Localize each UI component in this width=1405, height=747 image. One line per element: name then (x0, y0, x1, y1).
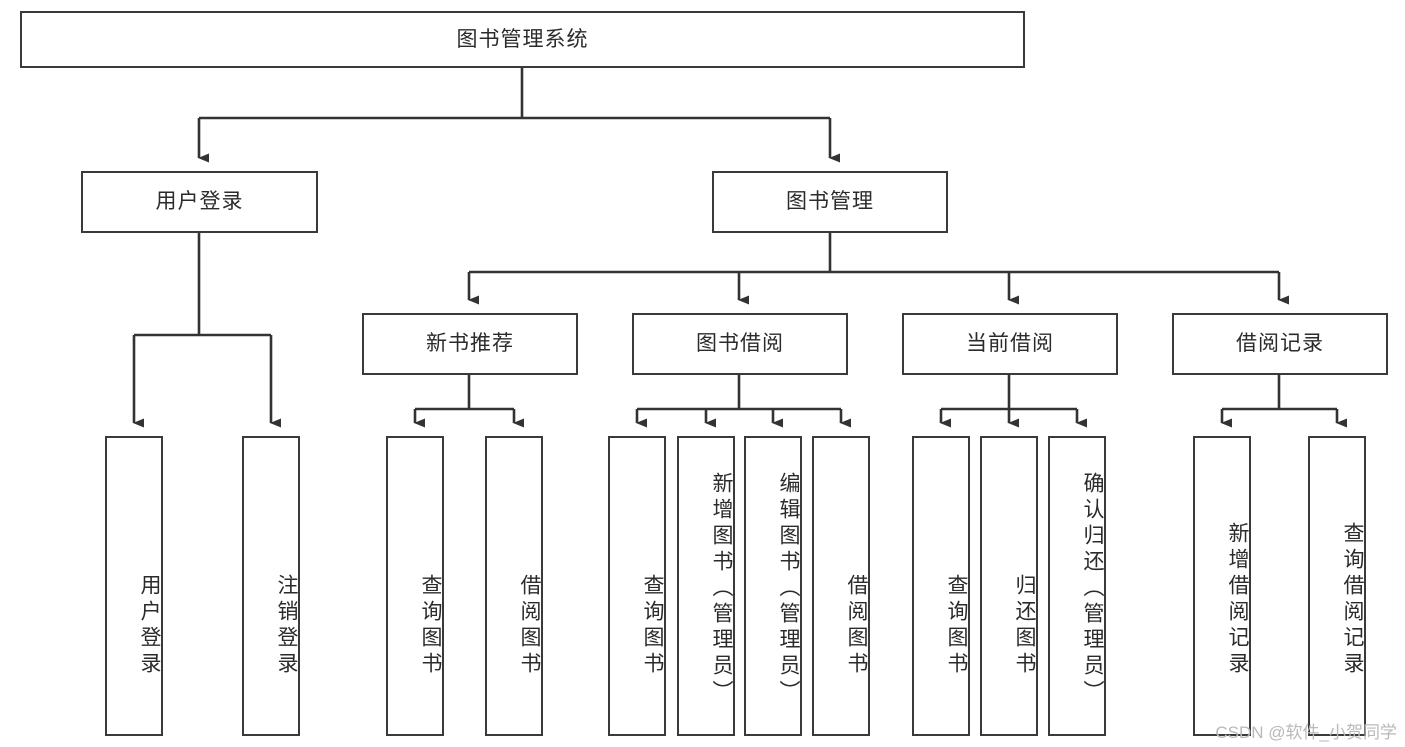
node-leaf-logout-label: 注销登录 (275, 574, 298, 678)
node-book-manage-label: 图书管理 (786, 190, 874, 214)
node-borrow-record[interactable]: 借阅记录 (1172, 313, 1388, 375)
node-leaf-add-book[interactable]: 新增图书（管理员） (677, 436, 735, 736)
node-leaf-query-book-3[interactable]: 查询图书 (912, 436, 970, 736)
node-new-book-rec[interactable]: 新书推荐 (362, 313, 578, 375)
node-leaf-query-record-label: 查询借阅记录 (1341, 522, 1364, 678)
node-leaf-query-book-2[interactable]: 查询图书 (608, 436, 666, 736)
node-leaf-add-book-label: 新增图书（管理员） (710, 472, 733, 706)
node-leaf-confirm-return-label: 确认归还（管理员） (1081, 472, 1104, 706)
node-root[interactable]: 图书管理系统 (20, 11, 1025, 68)
node-leaf-query-record[interactable]: 查询借阅记录 (1308, 436, 1366, 736)
node-leaf-user-login[interactable]: 用户登录 (105, 436, 163, 736)
node-leaf-user-login-label: 用户登录 (138, 574, 161, 678)
node-root-label: 图书管理系统 (456, 27, 589, 51)
node-leaf-query-book-1[interactable]: 查询图书 (386, 436, 444, 736)
node-leaf-borrow-book-2-label: 借阅图书 (845, 574, 868, 678)
node-leaf-query-book-3-label: 查询图书 (945, 574, 968, 678)
node-leaf-query-book-1-label: 查询图书 (419, 574, 442, 678)
node-leaf-add-record-label: 新增借阅记录 (1226, 522, 1249, 678)
node-leaf-return-book[interactable]: 归还图书 (980, 436, 1038, 736)
node-user-login-label: 用户登录 (155, 190, 244, 214)
node-leaf-add-record[interactable]: 新增借阅记录 (1193, 436, 1251, 736)
node-borrow-record-label: 借阅记录 (1236, 332, 1324, 356)
node-leaf-logout[interactable]: 注销登录 (242, 436, 300, 736)
node-user-login[interactable]: 用户登录 (81, 171, 318, 233)
csdn-watermark: CSDN @软件_小贺同学 (1215, 723, 1397, 742)
node-current-borrow-label: 当前借阅 (966, 332, 1054, 356)
node-leaf-confirm-return[interactable]: 确认归还（管理员） (1048, 436, 1106, 736)
node-book-borrow[interactable]: 图书借阅 (632, 313, 848, 375)
node-leaf-borrow-book-1-label: 借阅图书 (518, 574, 541, 678)
node-leaf-query-book-2-label: 查询图书 (641, 574, 664, 678)
node-leaf-return-book-label: 归还图书 (1013, 574, 1036, 678)
node-leaf-borrow-book-2[interactable]: 借阅图书 (812, 436, 870, 736)
node-current-borrow[interactable]: 当前借阅 (902, 313, 1118, 375)
node-leaf-borrow-book-1[interactable]: 借阅图书 (485, 436, 543, 736)
node-leaf-edit-book-label: 编辑图书（管理员） (777, 472, 800, 706)
node-book-manage[interactable]: 图书管理 (712, 171, 948, 233)
node-book-borrow-label: 图书借阅 (696, 332, 784, 356)
node-new-book-rec-label: 新书推荐 (426, 332, 514, 356)
node-leaf-edit-book[interactable]: 编辑图书（管理员） (744, 436, 802, 736)
